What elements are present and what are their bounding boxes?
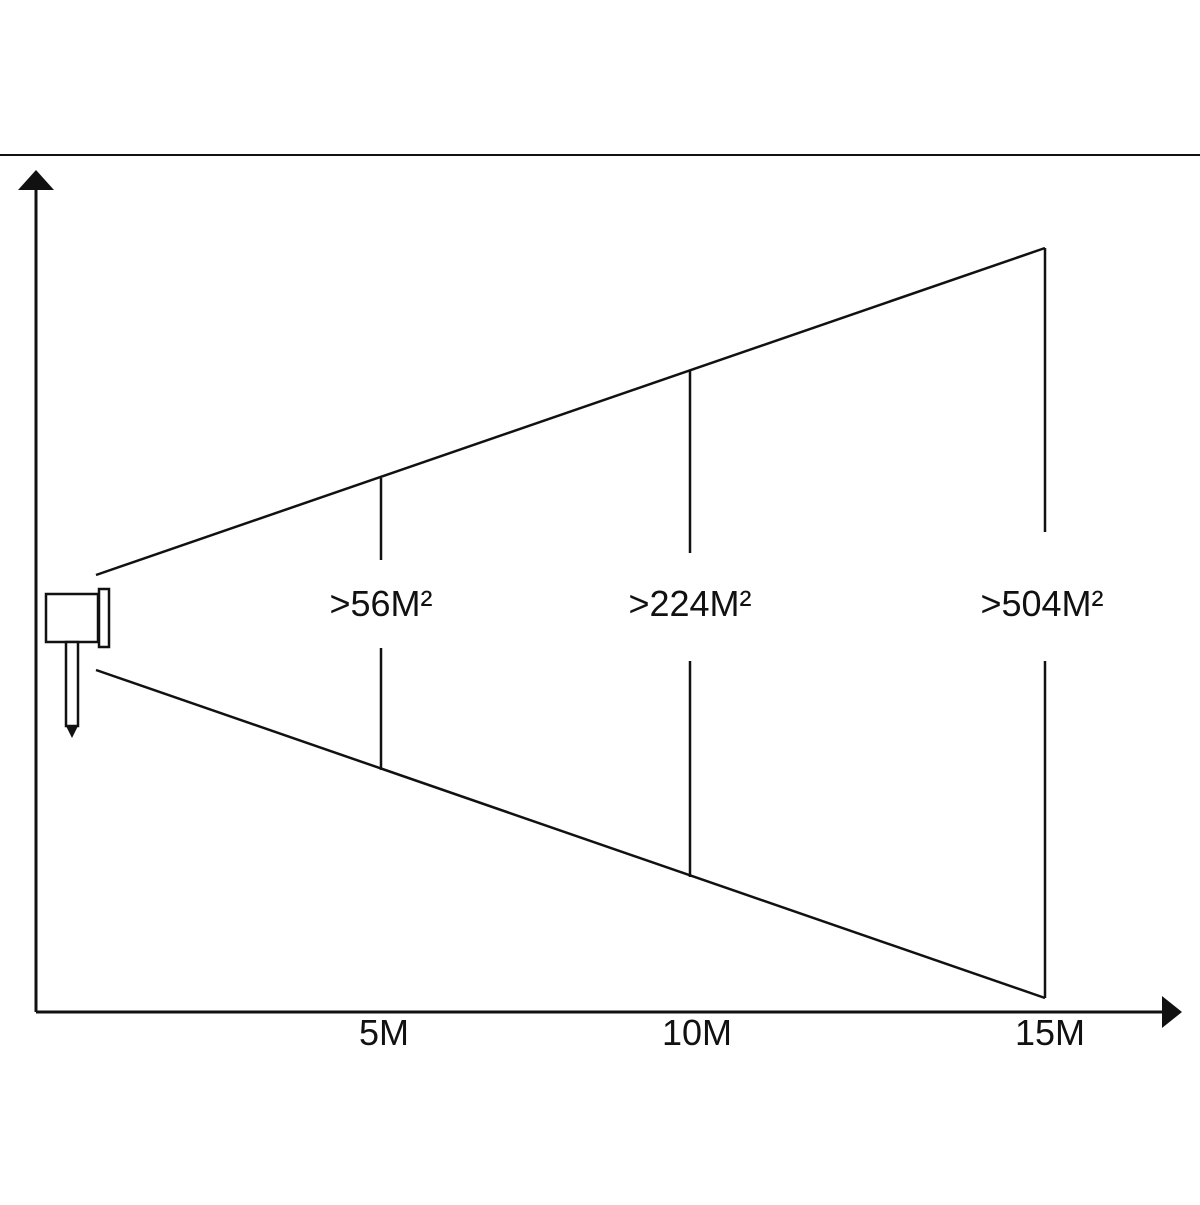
spotlight-projector-icon [44,587,111,738]
distance-label-15m: 15M [1015,1012,1085,1053]
area-label-15m: >504M² [980,583,1103,624]
beam-upper-edge-line [95,246,1046,577]
light-stake-tip-shape [66,726,78,738]
light-body-shape [44,592,100,644]
x-axis-arrowhead-icon [1162,996,1182,1028]
y-axis-arrowhead-icon [18,170,54,190]
beam-lower-edge-line [95,668,1046,1000]
light-stake-shape [64,640,80,728]
distance-label-10m: 10M [662,1012,732,1053]
light-lens-shape [97,587,111,649]
area-label-10m: >224M² [628,583,751,624]
distance-label-5m: 5M [359,1012,409,1053]
area-label-5m: >56M² [329,583,432,624]
